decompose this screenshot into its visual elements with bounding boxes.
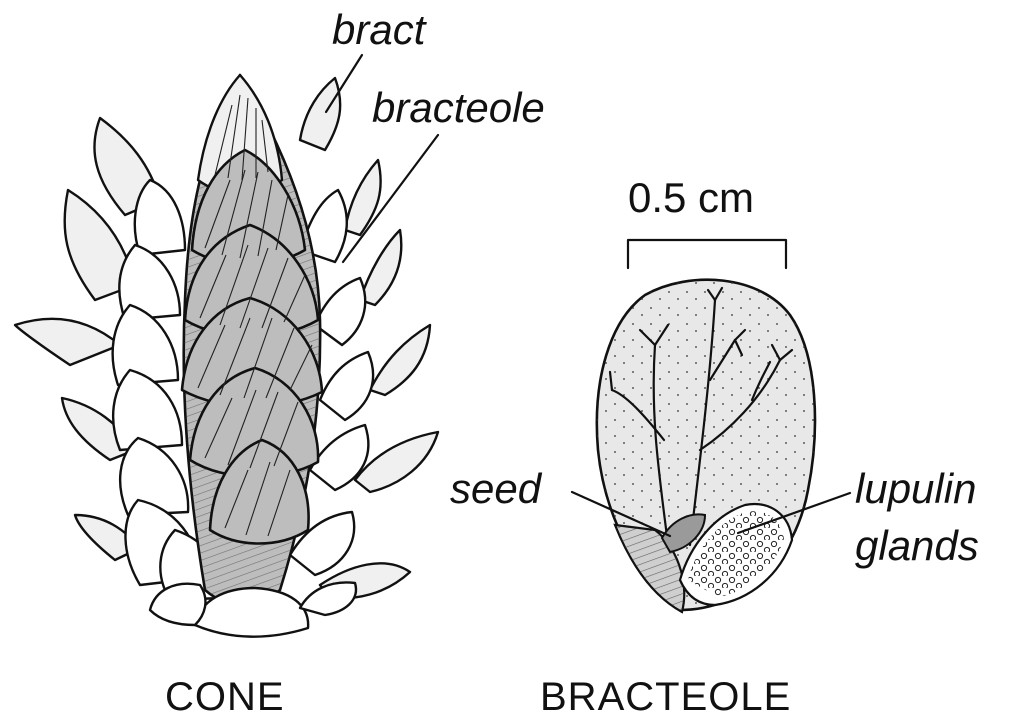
cone-bract — [15, 319, 120, 365]
scale-bar — [628, 240, 786, 268]
cone-bract — [370, 325, 430, 395]
cone-bract — [360, 230, 401, 305]
label-seed: seed — [450, 465, 543, 512]
hop-cone-illustration — [15, 55, 438, 637]
cone-bract — [315, 278, 365, 345]
cone-bract — [300, 582, 356, 615]
cone-bract — [320, 352, 373, 420]
caption-cone: CONE — [165, 675, 285, 719]
cone-bract — [300, 78, 340, 150]
caption-bracteole: BRACTEOLE — [540, 675, 791, 719]
label-lupulin: lupulin — [855, 465, 976, 512]
cone-bract — [135, 180, 185, 255]
bracteole-illustration — [572, 240, 850, 612]
cone-bract — [150, 584, 205, 625]
cone-bract — [113, 370, 182, 450]
label-bracteole: bracteole — [372, 84, 545, 131]
label-glands: glands — [855, 522, 979, 569]
cone-bract — [345, 160, 381, 235]
cone-bract — [120, 438, 188, 515]
label-scale: 0.5 cm — [628, 174, 754, 221]
label-bract: bract — [332, 6, 428, 53]
